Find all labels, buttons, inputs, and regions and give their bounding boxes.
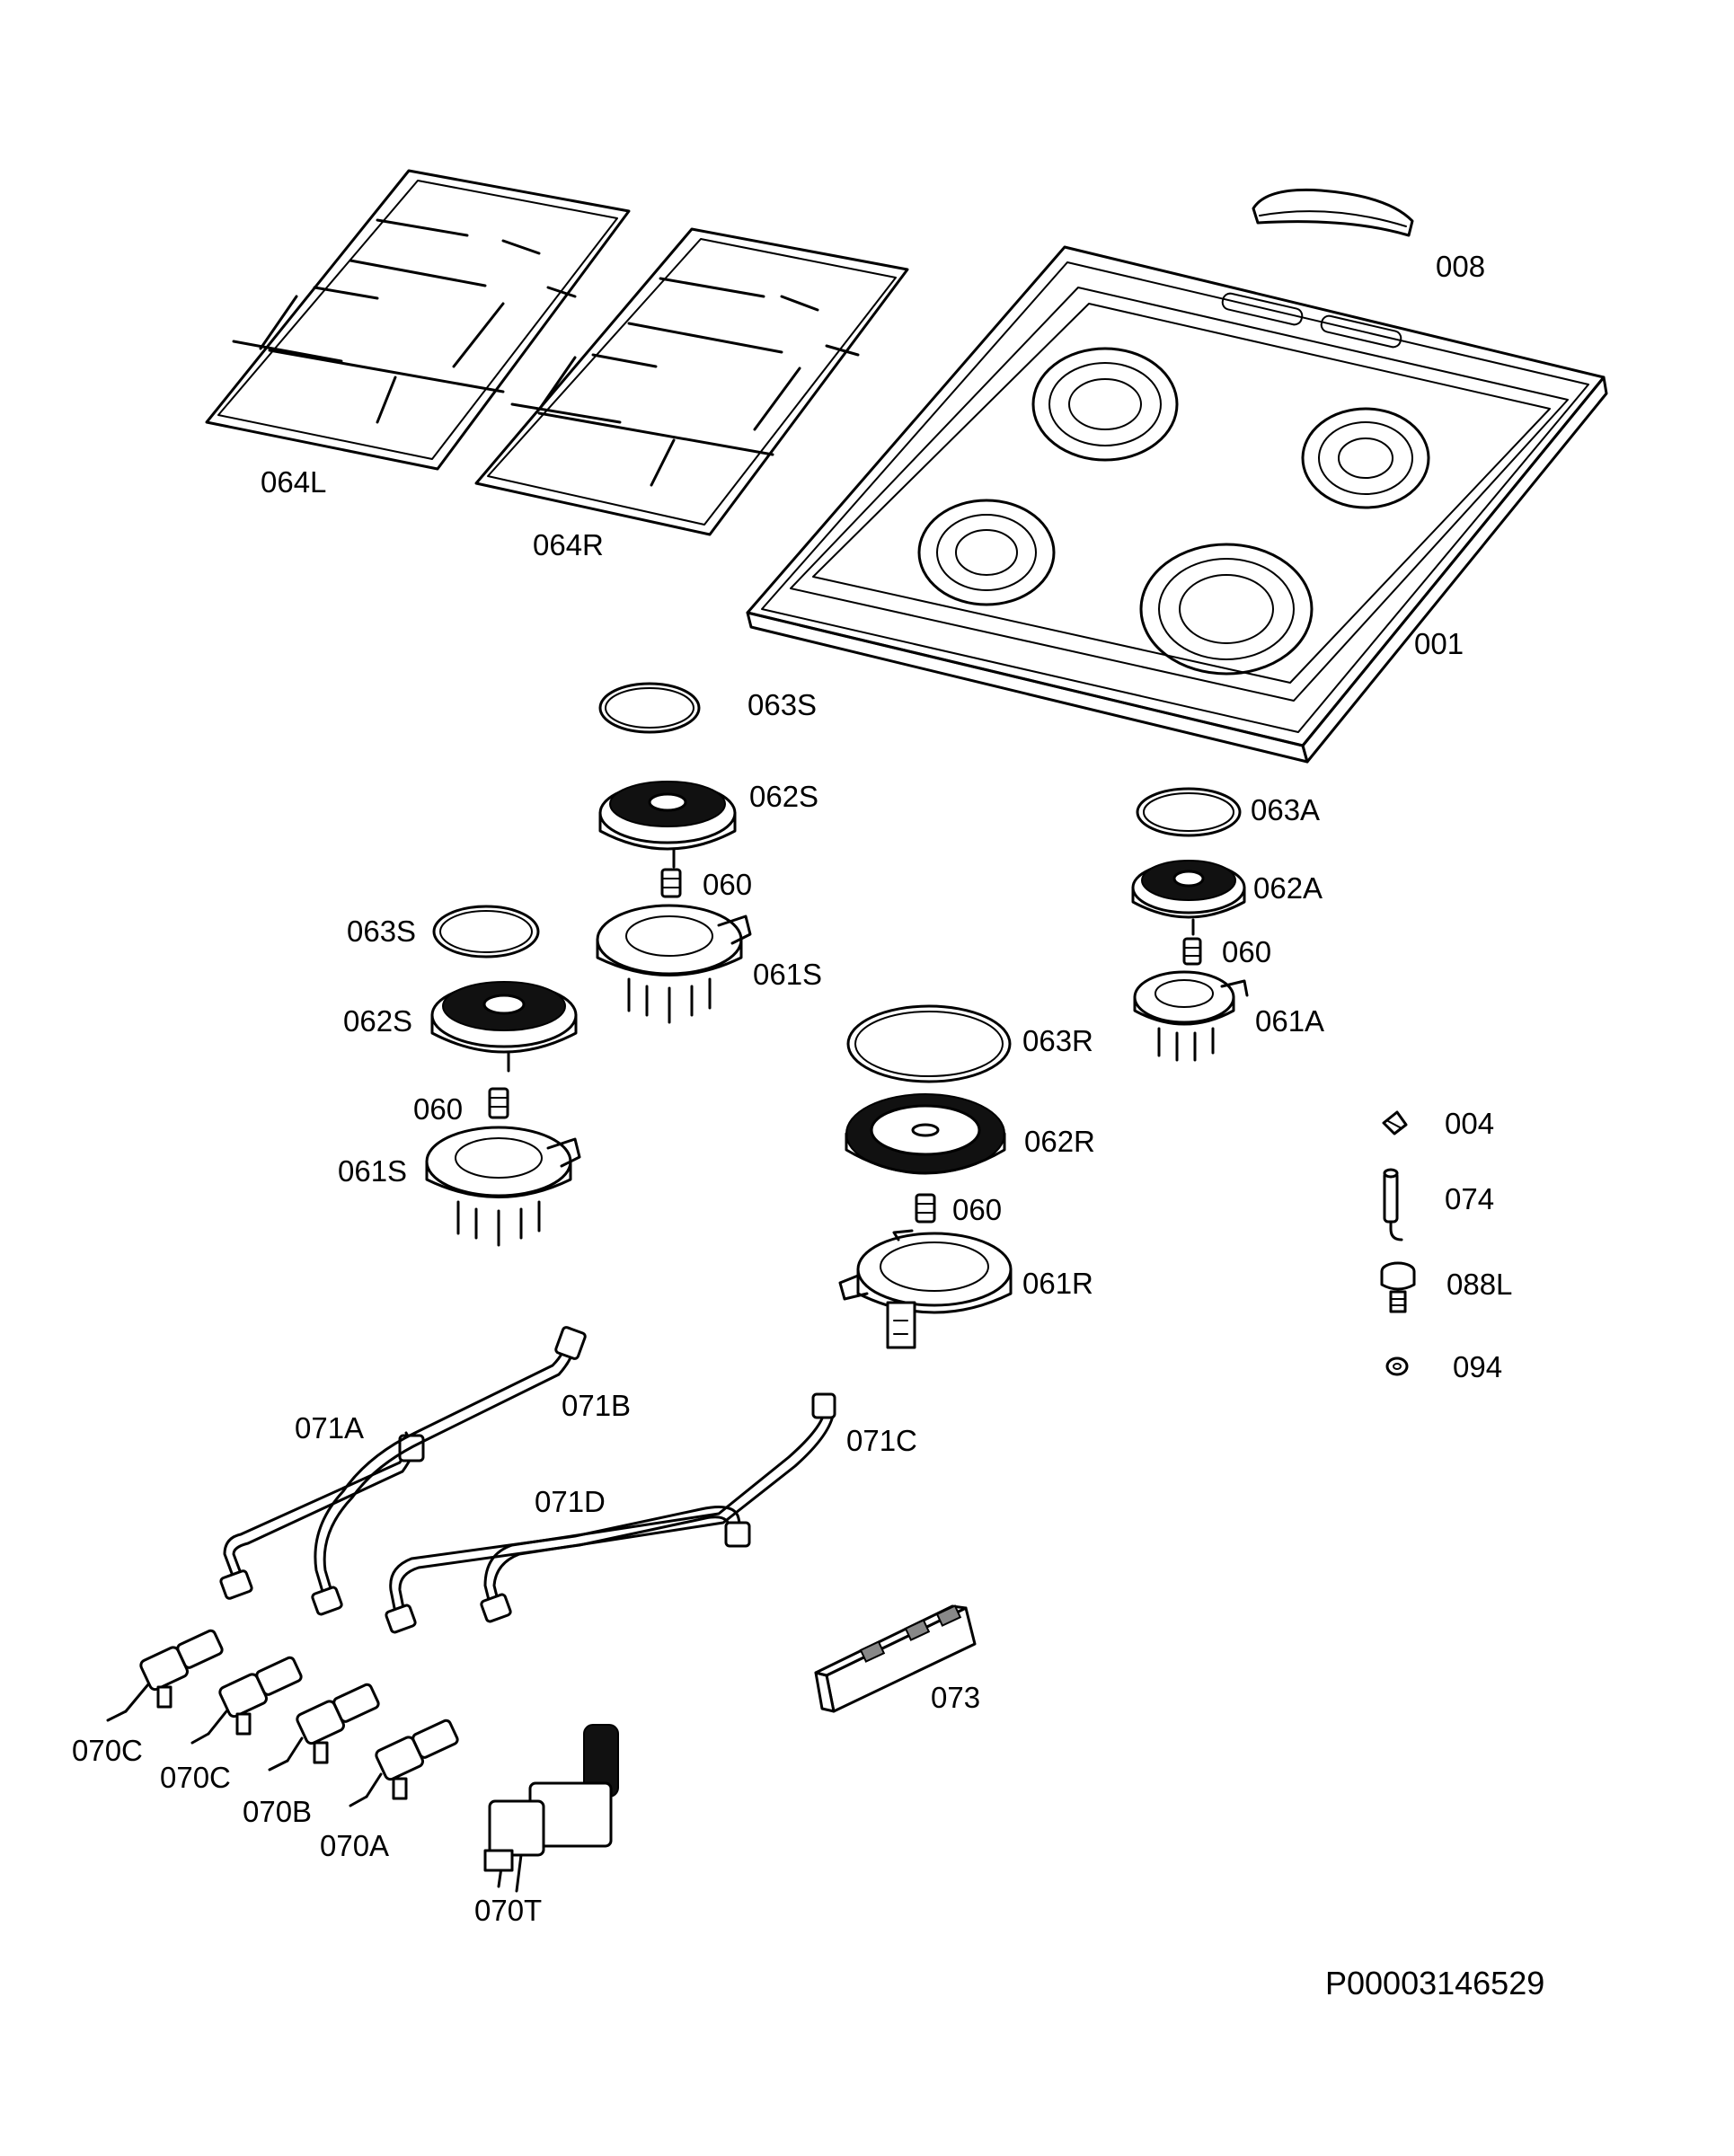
- callout-061R: 061R: [1022, 1267, 1093, 1300]
- callout-071C: 071C: [846, 1424, 917, 1457]
- burner-base-061S-top: [596, 904, 752, 1024]
- gas-tap-070B: [268, 1683, 380, 1772]
- electrode-074: [1383, 1168, 1403, 1241]
- callout-094: 094: [1453, 1350, 1503, 1383]
- callout-062S-left: 062S: [343, 1004, 413, 1038]
- injector-060-right: [1182, 937, 1202, 966]
- callout-070A: 070A: [320, 1829, 390, 1862]
- injector-060-top: [660, 868, 682, 898]
- ignition-generator-073: [814, 1604, 977, 1713]
- pipe-071C: [480, 1392, 836, 1623]
- callout-060-top: 060: [703, 868, 753, 901]
- callout-061S-left: 061S: [338, 1154, 408, 1188]
- callout-008: 008: [1436, 250, 1486, 283]
- burner-base-061A: [1133, 970, 1249, 1062]
- callout-070C-1: 070C: [72, 1734, 143, 1767]
- callout-061A: 061A: [1255, 1004, 1325, 1038]
- burner-crown-062S-top: [598, 781, 737, 869]
- callout-060-right: 060: [1222, 935, 1272, 968]
- callout-071B: 071B: [562, 1389, 632, 1422]
- callout-060-center: 060: [952, 1193, 1003, 1226]
- injector-060-center: [915, 1193, 936, 1224]
- callout-062A: 062A: [1253, 871, 1323, 905]
- gas-tap-070A: [349, 1719, 459, 1807]
- thermostat-tap-070T: [483, 1724, 619, 1893]
- burner-crown-062R: [845, 1093, 1006, 1175]
- callout-001: 001: [1414, 627, 1464, 660]
- nut-094: [1385, 1356, 1409, 1376]
- pipe-071B: [311, 1326, 587, 1616]
- knob-spindle-088L: [1380, 1261, 1416, 1313]
- document-id: P00003146529: [1325, 1965, 1545, 2001]
- callout-063A: 063A: [1251, 793, 1321, 826]
- gas-tap-070C-2: [190, 1656, 303, 1745]
- callout-061S-top: 061S: [753, 958, 823, 991]
- injector-060-left: [488, 1087, 509, 1119]
- handle-008: [1252, 188, 1414, 237]
- callout-063S-left: 063S: [347, 915, 417, 948]
- burner-cap-063S-left: [432, 905, 540, 959]
- callout-074: 074: [1445, 1182, 1495, 1215]
- callout-070T: 070T: [474, 1894, 543, 1927]
- gas-tap-070C-1: [106, 1629, 224, 1722]
- pipe-071D: [385, 1506, 751, 1634]
- burner-cap-063S-top: [598, 682, 701, 734]
- callout-064R: 064R: [533, 528, 604, 561]
- callout-063S-top: 063S: [748, 688, 818, 721]
- burner-cap-063R: [846, 1004, 1012, 1083]
- callout-060-left: 060: [413, 1092, 464, 1126]
- burner-base-061R: [838, 1229, 1013, 1349]
- callout-073: 073: [931, 1681, 981, 1714]
- callout-070B: 070B: [243, 1795, 313, 1828]
- callout-062S-top: 062S: [749, 780, 819, 813]
- callout-064L: 064L: [261, 465, 327, 499]
- callout-004: 004: [1445, 1107, 1495, 1140]
- burner-crown-062A: [1131, 860, 1246, 936]
- hob-top-001: [746, 245, 1608, 764]
- burner-cap-063A: [1136, 787, 1242, 837]
- burner-crown-062S-left: [430, 981, 578, 1073]
- grate-064L: [205, 169, 631, 471]
- grate-064R: [474, 227, 909, 536]
- callout-071D: 071D: [535, 1485, 606, 1518]
- callout-088L: 088L: [1446, 1268, 1513, 1301]
- callout-070C-2: 070C: [160, 1761, 231, 1794]
- callout-062R: 062R: [1024, 1125, 1095, 1158]
- callout-071A: 071A: [295, 1411, 365, 1445]
- burner-base-061S-left: [425, 1126, 581, 1247]
- clip-004: [1382, 1110, 1408, 1135]
- callout-063R: 063R: [1022, 1024, 1093, 1057]
